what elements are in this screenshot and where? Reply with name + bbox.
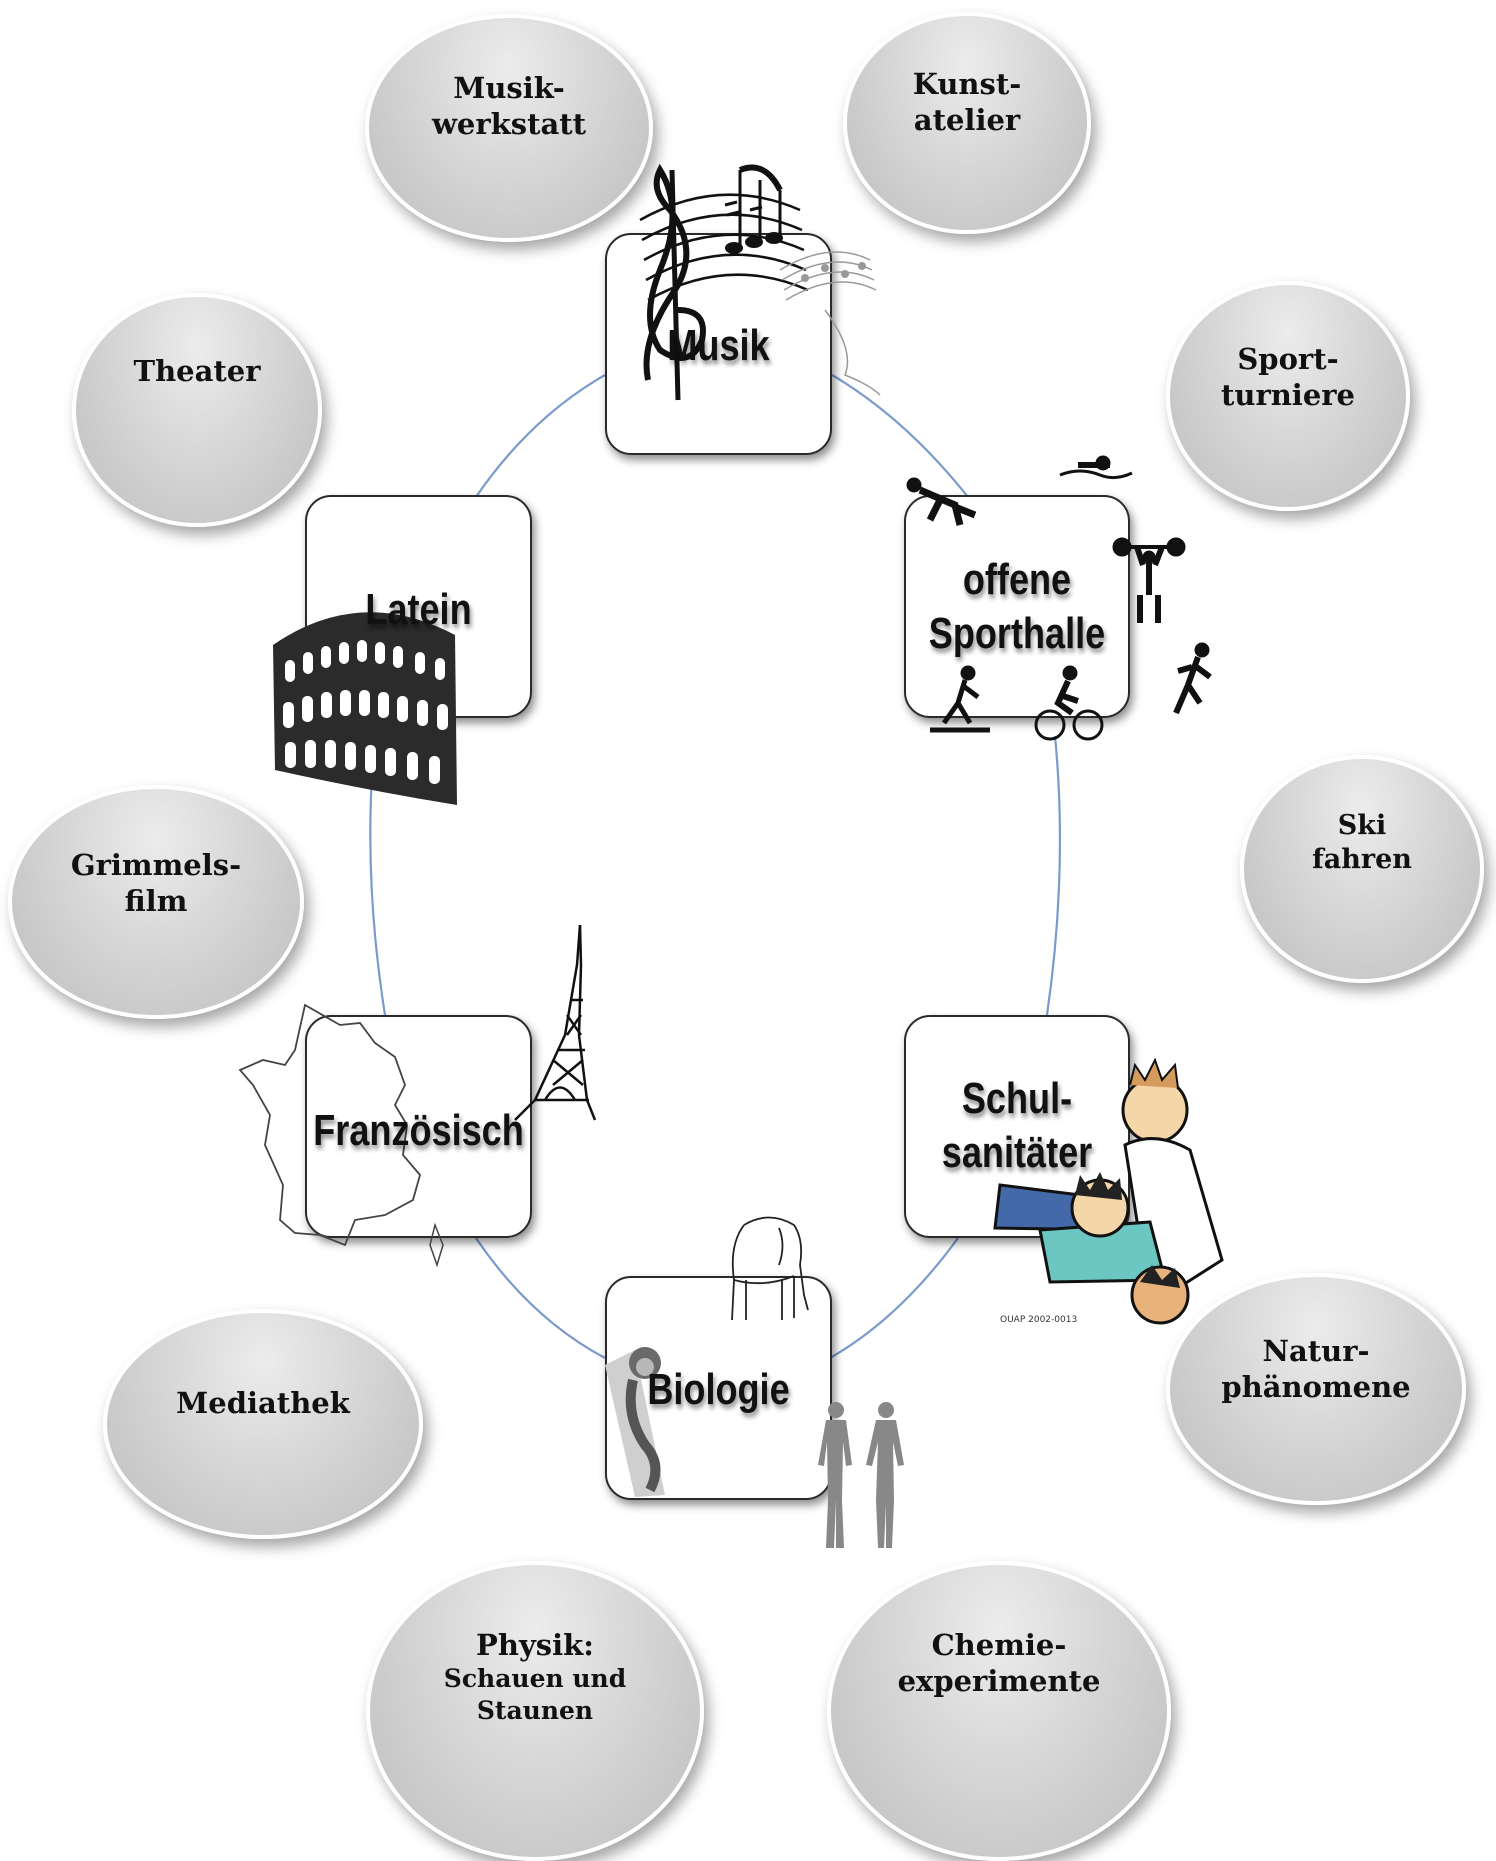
human-silhouettes-icon	[818, 1402, 904, 1548]
box-label-latein: Latein	[325, 583, 511, 637]
bubble-sportturniere: Sport- turniere	[1166, 281, 1410, 511]
box-label-schulsanitaeter: Schul- sanitäter	[924, 1072, 1109, 1180]
box-label-musik: Musik	[625, 319, 811, 373]
sports-pictograms-icon	[906, 455, 1212, 741]
box-label-line: Musik	[667, 321, 770, 370]
bubble-label-line: Kunst-	[912, 67, 1022, 101]
bubble-theater: Theater	[72, 293, 322, 527]
bubble-label-line: film	[124, 884, 188, 918]
bubble-label-line: Ski	[1337, 810, 1387, 841]
box-label-line: Französisch	[313, 1106, 524, 1155]
bubble-label-line: Musik-	[453, 71, 565, 105]
connector-musik-sport	[831, 374, 969, 498]
elephant-icon	[731, 1216, 809, 1321]
bubble-mediathek: Mediathek	[103, 1309, 423, 1539]
bubble-label-line: Mediathek	[176, 1386, 350, 1420]
box-label-franzoesisch: Französisch	[313, 1104, 524, 1158]
box-musik	[605, 233, 832, 455]
bubble-label-title: Physik:	[476, 1628, 594, 1662]
bubble-label-line: Theater	[133, 354, 261, 388]
cartoon-caption: OUAP 2002-0013	[1000, 1315, 1077, 1325]
music-notes-icon	[639, 163, 881, 401]
bubble-kunstatelier: Kunst- atelier	[843, 12, 1091, 234]
box-label-line: Latein	[365, 585, 472, 634]
bubble-label-line: Natur-	[1262, 1334, 1370, 1368]
bubble-label-line: Sport-	[1237, 342, 1339, 376]
box-label-line: offene	[962, 555, 1072, 604]
box-label-line: Schul-	[961, 1074, 1073, 1123]
bubble-label-line: fahren	[1312, 844, 1412, 875]
box-label-line: Biologie	[647, 1365, 790, 1414]
box-label-line: Sporthalle	[928, 609, 1106, 658]
connector-latein-musik	[475, 374, 606, 498]
monkey-icon	[605, 1347, 665, 1497]
connector-sani-bio	[829, 1237, 959, 1359]
bubble-label-line: atelier	[913, 103, 1021, 137]
bubble-naturphaenomene: Natur- phänomene	[1166, 1273, 1466, 1505]
bubble-label-line: werkstatt	[431, 107, 587, 141]
bubble-skifahren: Ski fahren	[1240, 755, 1484, 983]
eiffel-tower-icon	[514, 924, 597, 1121]
bubble-label-line: Chemie-	[931, 1628, 1067, 1662]
bubble-label-line: Grimmels-	[70, 848, 242, 882]
bubble-label-line: Schauen und	[443, 1664, 627, 1693]
bubble-grimmelsfilm: Grimmels- film	[8, 785, 304, 1019]
first-aid-cartoon-icon: OUAP 2002-0013	[993, 1057, 1224, 1325]
bubble-physik: Physik: Schauen und Staunen	[366, 1561, 704, 1861]
bubble-label-line: Staunen	[476, 1696, 594, 1725]
box-franzoesisch	[305, 1015, 532, 1238]
box-sporthalle	[904, 495, 1130, 718]
box-label-biologie: Biologie	[625, 1363, 811, 1417]
bubble-label-line: phänomene	[1221, 1370, 1411, 1404]
box-label-line: sanitäter	[941, 1128, 1093, 1177]
bubble-label-line: turniere	[1220, 378, 1356, 412]
connector-bio-franz	[475, 1237, 606, 1359]
bubble-musikwerkstatt: Musik- werkstatt	[365, 14, 653, 242]
box-label-sporthalle: offene Sporthalle	[908, 553, 1126, 661]
connector-sport-sani	[1045, 735, 1062, 1016]
france-map-icon	[238, 1003, 444, 1268]
colosseum-icon	[273, 612, 457, 805]
bubble-chemie: Chemie- experimente	[827, 1561, 1171, 1861]
bubble-label-line: experimente	[897, 1664, 1101, 1698]
